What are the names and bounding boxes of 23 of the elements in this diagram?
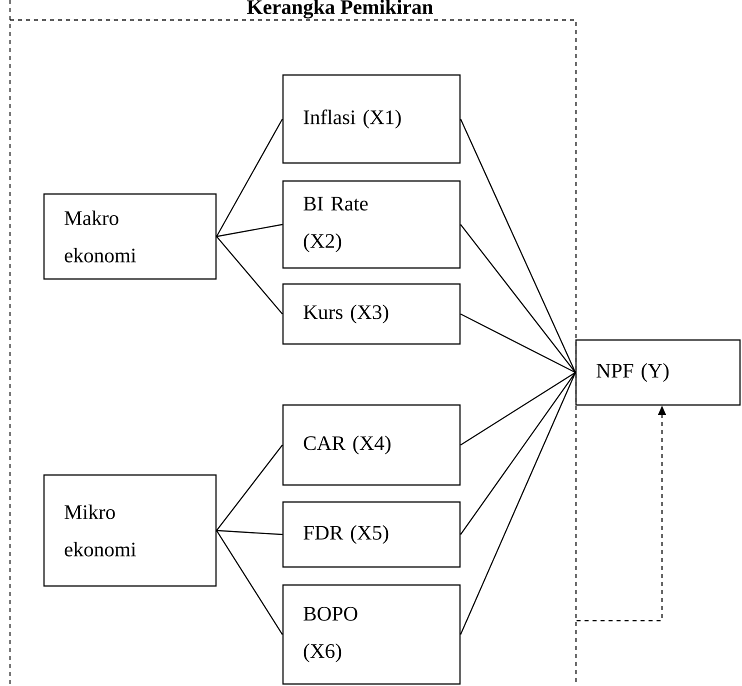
connector-line — [460, 313, 576, 374]
connector-line — [216, 530, 282, 536]
variable-box: BOPO (X6) — [282, 584, 461, 685]
variable-box: CAR (X4) — [282, 404, 461, 486]
variable-box: Mikro ekonomi — [43, 474, 217, 587]
variable-box: NPF (Y) — [575, 339, 741, 406]
connector-line — [460, 118, 576, 373]
variable-box: Inflasi (X1) — [282, 74, 461, 164]
connector-line — [216, 444, 283, 531]
connector-line — [216, 530, 283, 635]
variable-box: Kurs (X3) — [282, 283, 461, 345]
connector-line — [460, 224, 576, 373]
title: Kerangka Pemikiran — [247, 0, 433, 18]
dashed-frame — [9, 0, 577, 686]
variable-box: Makro ekonomi — [43, 193, 217, 280]
connector-line — [216, 224, 282, 238]
variable-box: FDR (X5) — [282, 501, 461, 568]
connector-line — [460, 372, 576, 446]
connector-line — [460, 372, 576, 535]
connector-line — [216, 118, 283, 237]
variable-box: BI Rate (X2) — [282, 180, 461, 269]
connector-line — [216, 236, 283, 314]
connector-line — [460, 372, 576, 635]
